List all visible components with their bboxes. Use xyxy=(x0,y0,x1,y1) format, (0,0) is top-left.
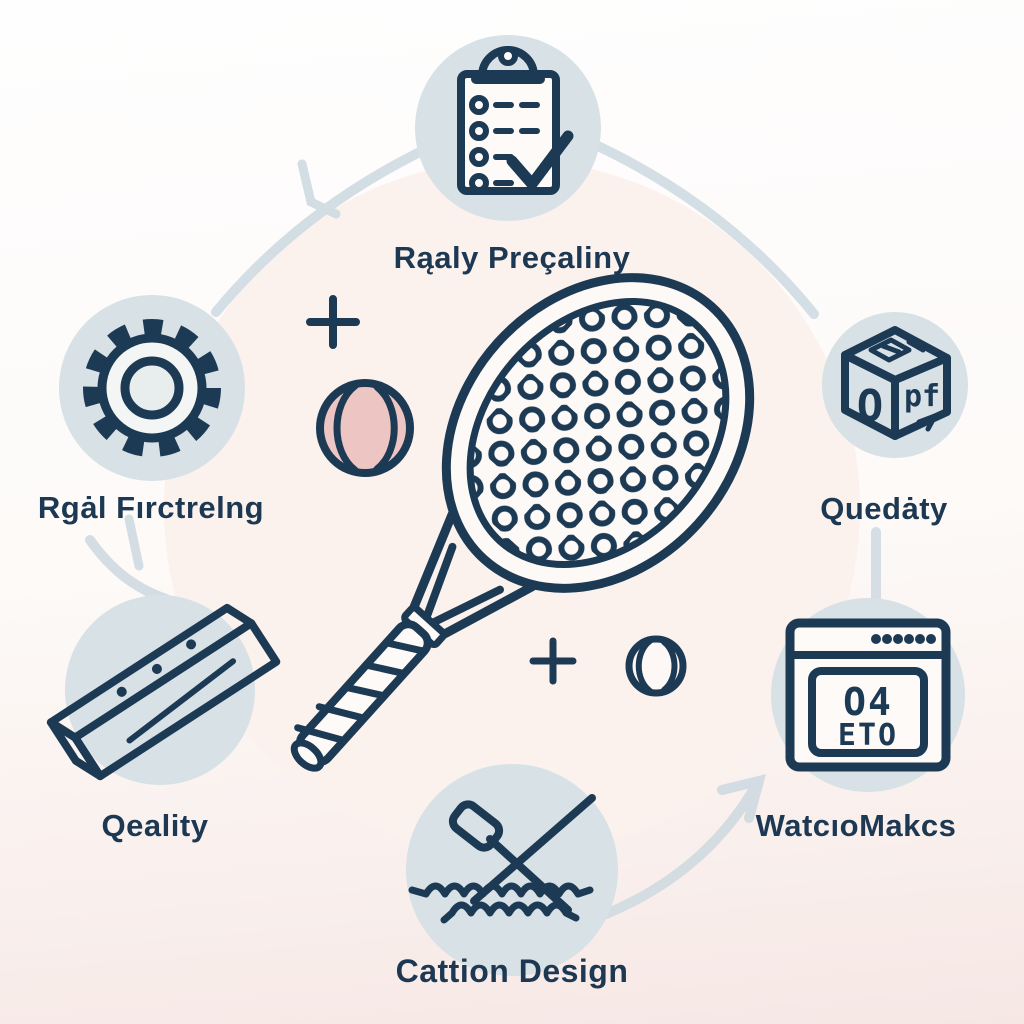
arc-left xyxy=(85,535,171,604)
cube-right-face-text: pf xyxy=(904,379,940,414)
label-left: Rgȧl Fırctrelng xyxy=(37,490,265,525)
window-text-line1: O4 xyxy=(843,680,893,724)
water-wave-2 xyxy=(440,901,580,924)
label-right: Quedȧty xyxy=(820,491,948,526)
arrow-tick-icon xyxy=(297,159,341,219)
cube-icon: O pf xyxy=(841,326,951,440)
tennis-ball-outline-icon xyxy=(625,635,687,697)
arc-top-left xyxy=(211,143,433,317)
arc-connectors xyxy=(85,141,881,919)
racket-butt-cap xyxy=(290,739,325,772)
plus-icon xyxy=(529,637,577,685)
ingot-bar-icon xyxy=(46,603,281,781)
label-bottom-left: Qeality xyxy=(101,808,209,843)
bar-dots xyxy=(116,639,197,697)
window-header-dots xyxy=(871,634,936,644)
racket-throat xyxy=(408,509,537,641)
cube-left-face-text: O xyxy=(857,381,884,432)
label-bottom-right: WatcıoMakcs xyxy=(755,808,957,843)
racket-head-inner xyxy=(466,298,730,568)
clipboard-checklist-icon xyxy=(457,46,574,195)
window-text-line2: ETO xyxy=(838,718,898,753)
gear-icon xyxy=(83,319,221,457)
bar-slit xyxy=(126,658,237,744)
racket-grip-lines xyxy=(294,639,427,744)
checkmark-icon xyxy=(506,130,574,190)
arc-bottom-right xyxy=(601,787,757,919)
cube-top-pattern xyxy=(868,337,926,363)
pink-tennis-ball-icon xyxy=(316,379,414,477)
arc-top-right xyxy=(593,141,819,319)
browser-window-icon: O4 ETO xyxy=(785,618,951,772)
label-bottom-center: Cattion Design xyxy=(395,953,629,989)
water-wave-1 xyxy=(408,882,594,898)
cube-mark xyxy=(916,413,938,432)
label-top: Rąaly Preçaliny xyxy=(393,240,631,275)
arrow-icon xyxy=(717,774,767,823)
gear-hub xyxy=(120,356,184,420)
plus-icon xyxy=(306,295,360,349)
oars-water-icon xyxy=(408,794,596,924)
tick-left xyxy=(124,514,144,571)
tennis-racket xyxy=(290,273,755,772)
node-circle-bottom-left xyxy=(65,595,255,785)
